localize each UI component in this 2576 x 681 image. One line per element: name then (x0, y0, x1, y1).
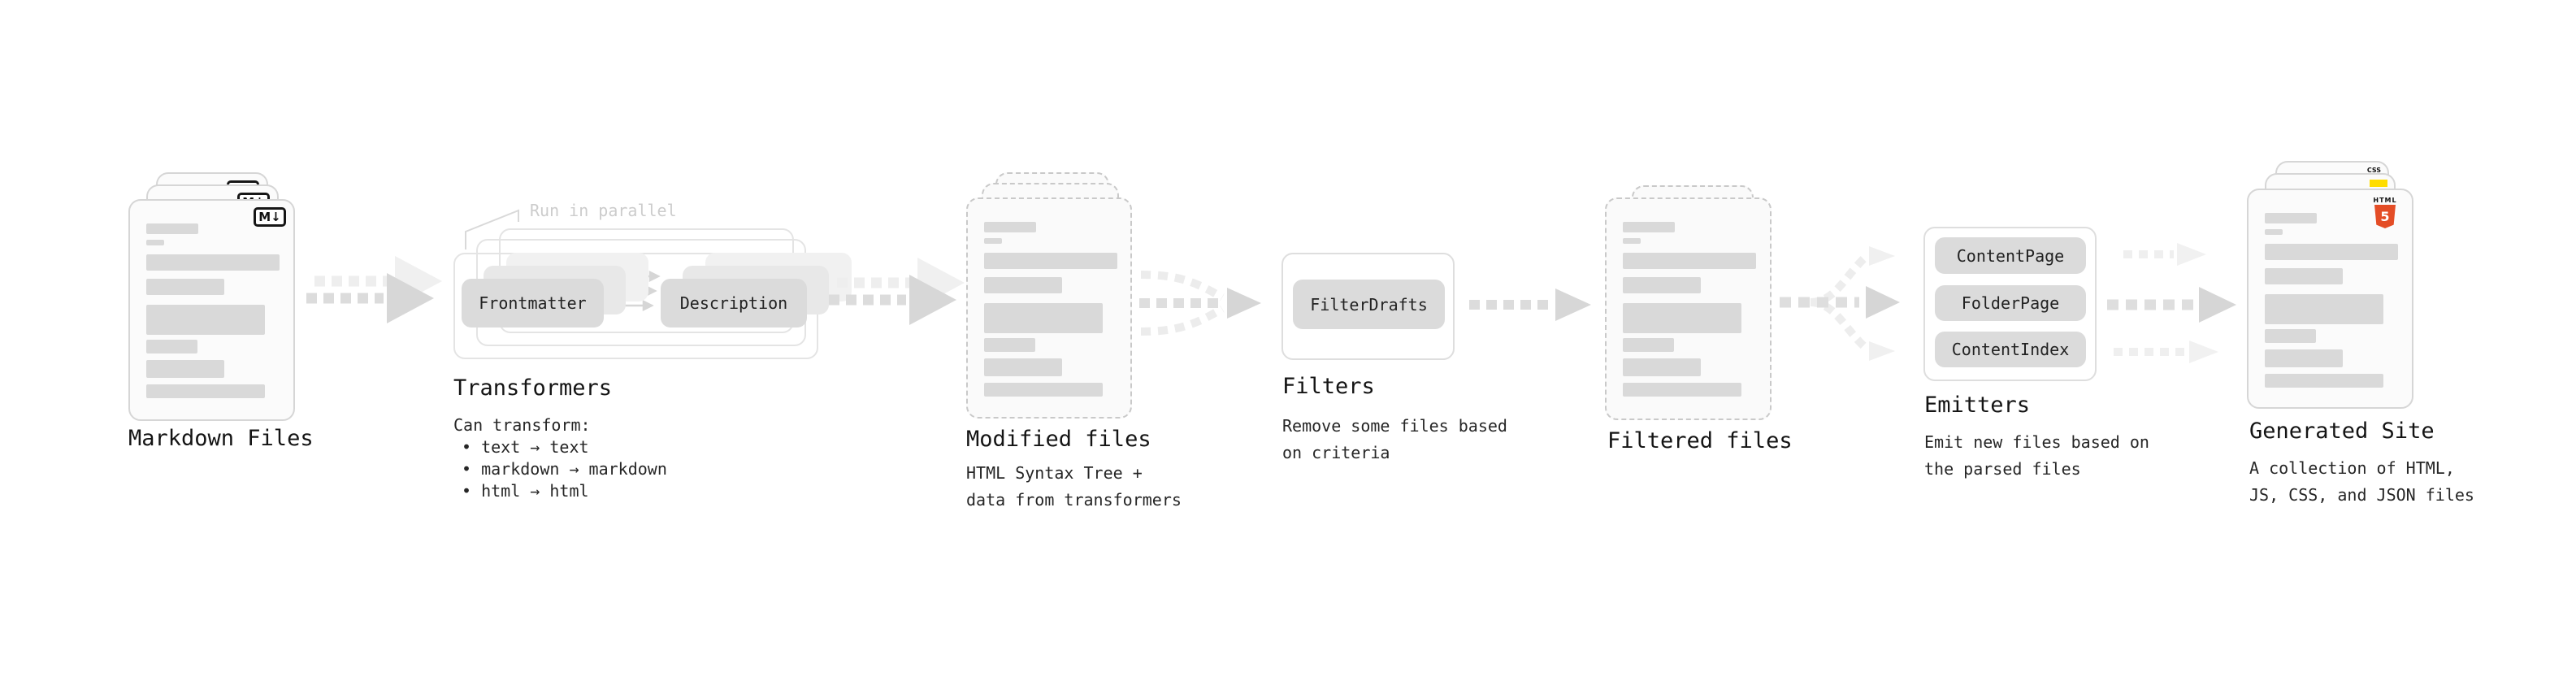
desc-line: the parsed files (1924, 459, 2081, 479)
filters-description: Remove some files based on criteria (1282, 413, 1507, 466)
doc-line (146, 384, 265, 398)
filter-drafts-pill: FilterDrafts (1293, 280, 1445, 329)
doc-line (146, 223, 198, 234)
html5-word: HTML (2373, 197, 2397, 204)
markdown-icon: M↓ (254, 207, 286, 227)
doc-line (2265, 213, 2317, 223)
doc-line (146, 254, 280, 271)
flow-arrow-transformers-to-modified (829, 258, 965, 325)
run-in-parallel-annotation: Run in parallel (530, 201, 677, 220)
doc-placeholder-lines (2265, 213, 2398, 388)
transformer-description-pill: Description (661, 279, 807, 327)
doc-line (146, 279, 224, 295)
desc-line: Emit new files based on (1924, 432, 2149, 452)
html5-shield: 5 (2374, 205, 2396, 228)
doc-line (1623, 383, 1741, 397)
modified-file-card (966, 197, 1132, 419)
desc-line: A collection of HTML, (2249, 458, 2455, 478)
doc-line (2265, 244, 2398, 260)
doc-line (984, 303, 1103, 333)
doc-line (1623, 253, 1756, 269)
stage-label-filtered-files: Filtered files (1607, 428, 1793, 453)
doc-placeholder-lines (984, 222, 1117, 397)
desc-bullet: • html → html (462, 481, 589, 501)
emitter-contentpage-pill: ContentPage (1935, 237, 2086, 274)
doc-line (1623, 338, 1674, 352)
doc-line (2265, 329, 2316, 343)
desc-line: Can transform: (453, 415, 591, 435)
desc-line: on criteria (1282, 443, 1390, 462)
stage-label-emitters: Emitters (1924, 393, 2031, 418)
doc-line (984, 277, 1062, 293)
annotation-callout-line (465, 209, 519, 249)
flow-arrow-modified-to-filters (1139, 271, 1261, 336)
doc-placeholder-lines (146, 223, 280, 398)
doc-line (2265, 349, 2343, 367)
doc-line (2265, 294, 2383, 324)
transformers-description: Can transform: • text → text • markdown … (453, 414, 667, 502)
desc-bullet: • markdown → markdown (462, 459, 667, 479)
doc-placeholder-lines (1623, 222, 1756, 397)
doc-line (2265, 229, 2283, 235)
site-file-card: HTML 5 (2247, 189, 2413, 409)
emitters-description: Emit new files based on the parsed files (1924, 429, 2149, 483)
doc-line (984, 222, 1036, 232)
desc-bullet: • text → text (462, 437, 589, 457)
doc-line (146, 240, 164, 245)
filtered-file-card (1605, 197, 1772, 420)
flow-arrow-filters-to-filtered (1469, 288, 1591, 321)
doc-line (2265, 374, 2383, 388)
doc-line (1623, 358, 1701, 376)
stage-label-transformers: Transformers (453, 375, 613, 401)
doc-line (984, 383, 1103, 397)
flow-arrow-filtered-to-emitters (1780, 246, 1900, 361)
doc-line (146, 360, 224, 378)
flow-arrow-markdown-to-transformers (306, 256, 442, 323)
flow-arrow-emitters-to-site (2107, 243, 2236, 363)
emitter-folderpage-pill: FolderPage (1935, 285, 2086, 321)
transformer-frontmatter-pill: Frontmatter (462, 279, 604, 327)
desc-line: JS, CSS, and JSON files (2249, 485, 2474, 505)
stage-label-markdown-files: Markdown Files (128, 426, 314, 451)
modified-files-description: HTML Syntax Tree + data from transformer… (966, 460, 1182, 514)
desc-line: HTML Syntax Tree + (966, 463, 1143, 483)
html5-icon: HTML 5 (2366, 197, 2404, 228)
doc-line (146, 305, 265, 335)
doc-line (2265, 268, 2343, 284)
markdown-file-card: M↓ (128, 199, 295, 421)
doc-line (1623, 238, 1641, 244)
doc-line (984, 238, 1002, 244)
js-icon (2370, 180, 2387, 187)
emitter-contentindex-pill: ContentIndex (1935, 332, 2086, 367)
doc-line (1623, 222, 1675, 232)
stage-label-modified-files: Modified files (966, 427, 1151, 452)
desc-line: data from transformers (966, 490, 1182, 510)
doc-line (146, 340, 197, 354)
doc-line (1623, 277, 1701, 293)
doc-line (984, 338, 1035, 352)
doc-line (984, 253, 1117, 269)
doc-line (984, 358, 1062, 376)
stage-label-filters: Filters (1282, 374, 1375, 399)
doc-line (1623, 303, 1741, 333)
desc-line: Remove some files based (1282, 416, 1507, 436)
stage-label-generated-site: Generated Site (2249, 419, 2435, 444)
generated-site-description: A collection of HTML, JS, CSS, and JSON … (2249, 455, 2474, 509)
